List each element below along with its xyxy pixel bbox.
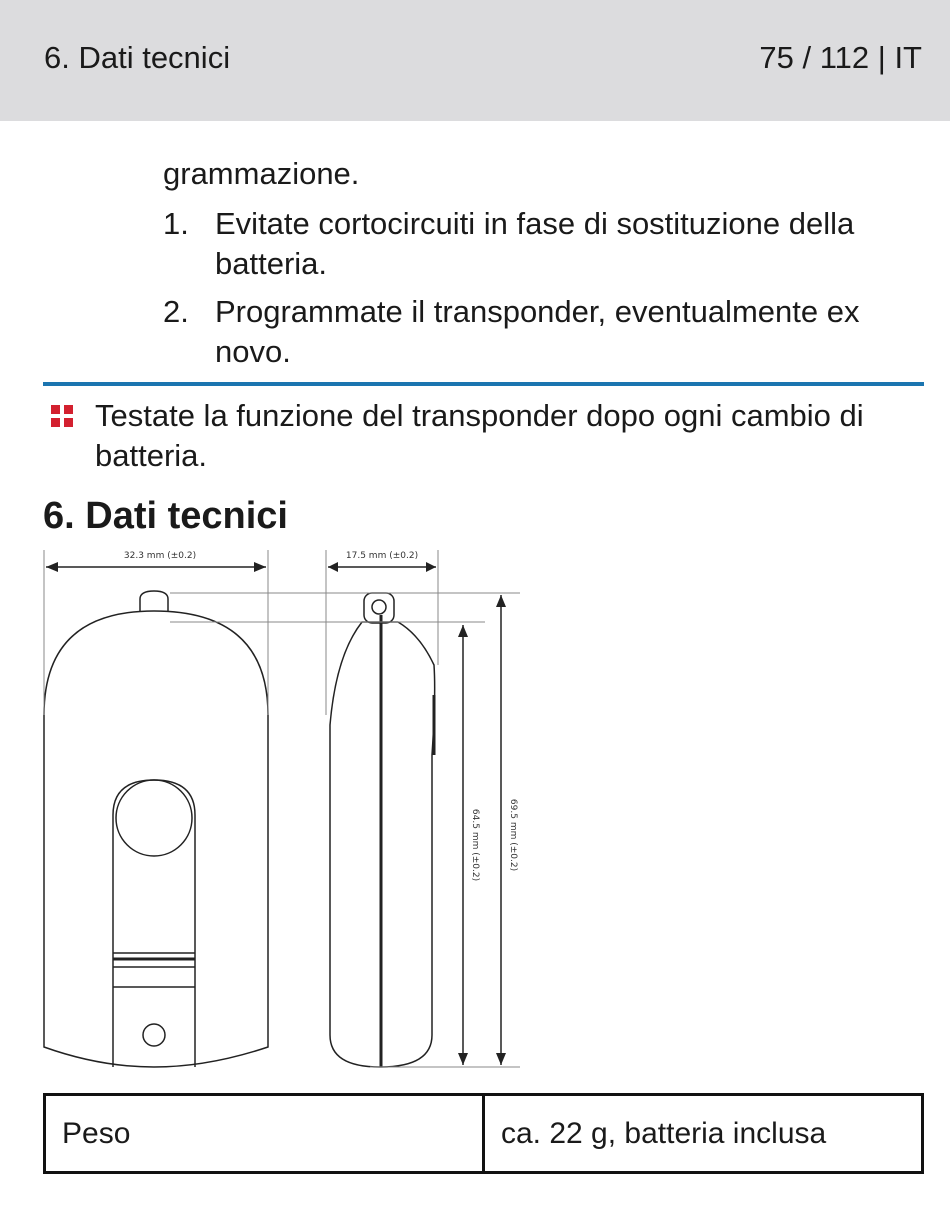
section-heading: 6. Dati tecnici bbox=[43, 495, 288, 537]
notice-text: Testate la funzione del transponder dopo… bbox=[95, 398, 864, 473]
spec-label: Peso bbox=[43, 1093, 485, 1174]
side-loop bbox=[363, 592, 395, 624]
step-text: Programmate il transponder, eventualment… bbox=[215, 294, 860, 369]
spec-value: ca. 22 g, batteria inclusa bbox=[482, 1093, 924, 1174]
front-view-outline bbox=[43, 610, 269, 1068]
header-page-number: 75 / 112 | IT bbox=[759, 40, 922, 75]
depth-dimension-label: 17.5 mm (±0.2) bbox=[346, 551, 418, 561]
header-section-title: 6. Dati tecnici bbox=[44, 40, 231, 75]
continuation-text: grammazione. bbox=[163, 156, 360, 191]
square-bullet-icon bbox=[51, 405, 73, 427]
key-ring-loop bbox=[139, 590, 169, 611]
led-circle bbox=[142, 1023, 166, 1047]
width-dimension-label: 32.3 mm (±0.2) bbox=[124, 551, 196, 561]
step-number: 2. bbox=[163, 294, 189, 329]
spec-table: Peso ca. 22 g, batteria inclusa bbox=[43, 1093, 924, 1174]
step-text: Evitate cortocircuiti in fase di sostitu… bbox=[215, 206, 855, 281]
page-header: 6. Dati tecnici 75 / 112 | IT bbox=[0, 0, 950, 121]
transponder-dimension-drawing: 32.3 mm (±0.2) 17.5 mm (±0.2) 64.5 mm (±… bbox=[43, 550, 520, 1068]
section-divider bbox=[43, 382, 924, 386]
total-height-dimension-label: 69.5 mm (±0.2) bbox=[508, 799, 518, 871]
inner-height-dimension-label: 64.5 mm (±0.2) bbox=[470, 809, 480, 881]
step-number: 1. bbox=[163, 206, 189, 241]
table-row: Peso ca. 22 g, batteria inclusa bbox=[43, 1093, 924, 1174]
button-circle bbox=[115, 779, 193, 857]
side-view-outline bbox=[329, 621, 436, 1068]
